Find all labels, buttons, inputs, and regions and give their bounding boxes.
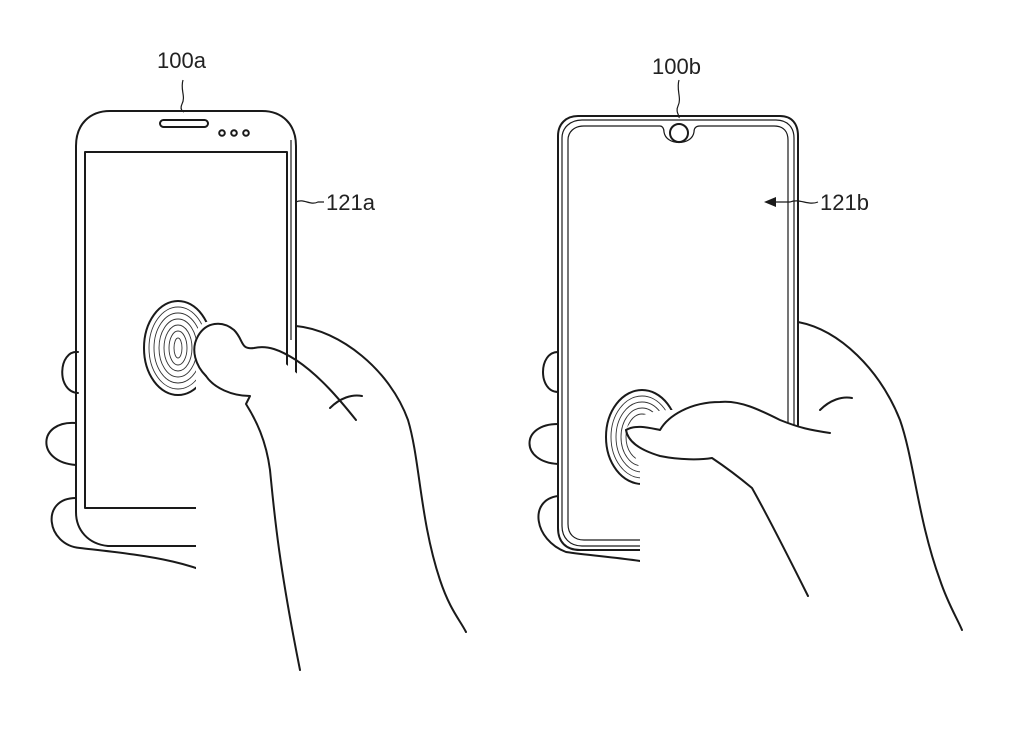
- finger-b-1: [542, 351, 559, 393]
- display-121a: [84, 151, 288, 509]
- arrow-icon: [764, 197, 776, 207]
- sensor-dot-icon: [230, 129, 238, 137]
- thumb-a-lower: [205, 375, 301, 671]
- thumb-b-lower: [625, 429, 809, 597]
- palm-a: [295, 325, 467, 633]
- display-a-label: 121a: [326, 190, 375, 215]
- palm-b: [797, 321, 963, 631]
- finger-a-2: [45, 421, 77, 466]
- device-b-label: 100b: [652, 54, 701, 79]
- thumb-a: [193, 322, 357, 421]
- knuckle-b: [819, 396, 853, 411]
- fingerprint-icon: [143, 300, 213, 396]
- thumb-b: [625, 400, 831, 434]
- display-b-label: 121b: [820, 190, 869, 215]
- device-b: [528, 79, 963, 739]
- display-121b: [567, 125, 789, 541]
- finger-b-2: [528, 423, 559, 465]
- sensor-dot-icon: [242, 129, 250, 137]
- finger-a-1: [61, 350, 79, 394]
- camera-icon: [669, 123, 689, 143]
- device-a: [45, 79, 467, 739]
- leader-100a: [180, 79, 185, 113]
- leader-121a: [295, 200, 324, 204]
- speaker-icon: [159, 119, 209, 128]
- knuckle-a: [329, 394, 363, 409]
- sensor-dot-icon: [218, 129, 226, 137]
- leader-100b: [676, 79, 681, 119]
- leader-121b: [768, 200, 819, 204]
- device-a-label: 100a: [157, 48, 206, 73]
